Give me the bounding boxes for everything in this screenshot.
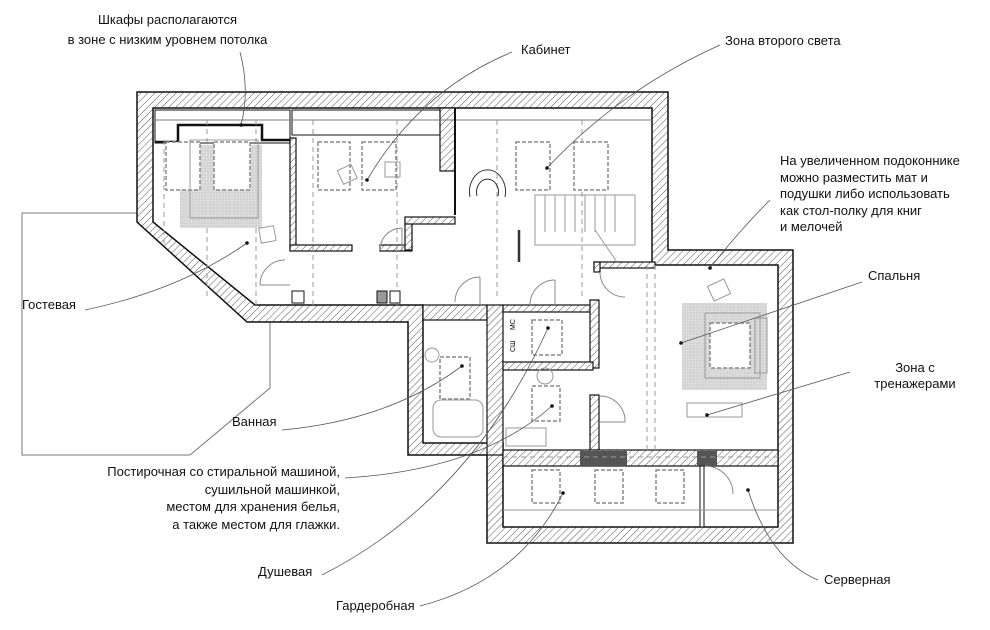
label-cabinet: Кабинет xyxy=(521,42,571,57)
ceiling-lines xyxy=(163,120,778,458)
washer-mark: МС xyxy=(510,319,517,330)
terrace-outline xyxy=(21,212,271,456)
wardrobe-divider xyxy=(699,465,705,528)
label-gym-zone: Зона с тренажерами xyxy=(874,360,956,391)
interior-walls xyxy=(289,107,779,467)
label-shower: Душевая xyxy=(258,564,313,579)
label-laundry: Постирочная со стиральной машиной, сушил… xyxy=(107,464,340,532)
doors xyxy=(259,227,734,495)
label-bathroom: Ванная xyxy=(232,414,277,429)
label-second-light: Зона второго света xyxy=(725,33,841,48)
label-server: Серверная xyxy=(824,572,891,587)
label-windowsill-note: На увеличенном подоконнике можно размест… xyxy=(780,153,960,234)
label-wardrobe: Гардеробная xyxy=(336,598,415,613)
dark-block xyxy=(697,451,717,466)
furniture xyxy=(189,139,778,511)
dryer-mark: СШ xyxy=(510,341,517,352)
chimneys xyxy=(291,290,401,304)
skylights xyxy=(165,141,751,504)
label-bedroom: Спальня xyxy=(868,268,921,283)
label-guest: Гостевая xyxy=(22,297,76,312)
leader-lines xyxy=(84,44,863,607)
leader-dots xyxy=(239,123,750,495)
label-wardrobes-note: Шкафы располагаются в зоне с низким уров… xyxy=(67,12,268,47)
dark-block xyxy=(580,451,627,466)
staircase xyxy=(469,169,636,263)
